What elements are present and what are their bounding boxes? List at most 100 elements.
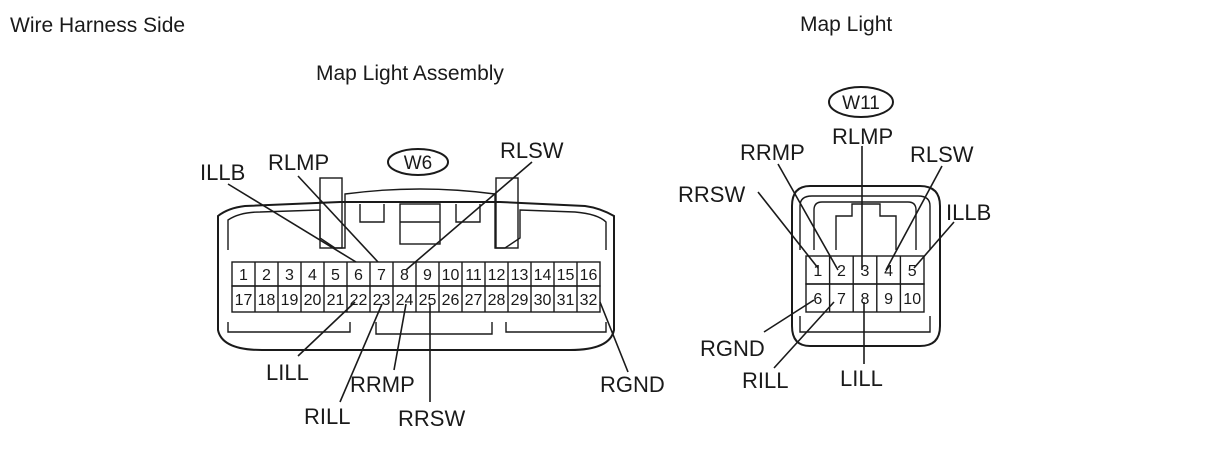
w11-bottom-rail [799, 316, 931, 333]
w6-pin-18: 18 [258, 292, 276, 309]
w6-pin-26: 26 [442, 292, 460, 309]
w11-housing [791, 185, 941, 347]
w6-pin-4: 4 [308, 267, 317, 284]
w11-label-rrmp: RRMP [740, 140, 805, 165]
w6-leader-rgnd [599, 301, 629, 373]
map-light-assembly-title: Map Light Assembly [316, 62, 504, 85]
w6-leader-rlmp [297, 175, 379, 263]
w6-pin-19: 19 [281, 292, 299, 309]
w11-label-rrsw: RRSW [678, 182, 745, 207]
w6-code: W6 [404, 153, 433, 174]
w11-pin-9: 9 [884, 291, 893, 308]
w6-center-key [399, 203, 441, 245]
w11-pin-6: 6 [813, 291, 822, 308]
w6-leader-rrmp [393, 303, 407, 371]
wire-harness-side-title: Wire Harness Side [10, 14, 185, 37]
w11-pin-3: 3 [861, 263, 870, 280]
w6-leaders [227, 161, 629, 403]
w11-leader-illb [913, 221, 955, 269]
w11-label-illb: ILLB [946, 200, 991, 225]
w6-pin-1: 1 [239, 267, 248, 284]
w11-label-rlmp: RLMP [832, 124, 893, 149]
w6-inner-edge [227, 188, 607, 250]
w6-pin-25: 25 [419, 292, 437, 309]
w6-pin-2: 2 [262, 267, 271, 284]
w6-tab-a [359, 204, 385, 223]
w11-pin-1: 1 [813, 263, 822, 280]
w11-label-rill: RILL [742, 368, 788, 393]
w11-code-ellipse [828, 86, 894, 118]
w11-code: W11 [842, 93, 880, 114]
w11-leader-rrsw [757, 191, 819, 269]
w6-pin-24: 24 [396, 292, 414, 309]
w6-pin-12: 12 [488, 267, 506, 284]
w6-code-ellipse [387, 148, 449, 176]
w6-pin-22: 22 [350, 292, 368, 309]
w6-pin-13: 13 [511, 267, 529, 284]
w6-pin-20: 20 [304, 292, 322, 309]
w11-pin-8: 8 [861, 291, 870, 308]
w6-pin-31: 31 [557, 292, 575, 309]
w11-label-rlsw: RLSW [910, 142, 974, 167]
w11-pin-5: 5 [908, 263, 917, 280]
w6-pin-21: 21 [327, 292, 345, 309]
w6-label-rill: RILL [304, 404, 350, 429]
w6-leader-rill [339, 303, 383, 403]
w6-bottom-rail-right [505, 322, 607, 333]
w6-pin-16: 16 [580, 267, 598, 284]
w11-label-rgnd: RGND [700, 336, 765, 361]
w11-leader-rgnd [763, 299, 815, 333]
w11-pin-10: 10 [903, 291, 921, 308]
w11-leader-rlsw [885, 165, 943, 271]
w11-leader-rill [773, 301, 835, 369]
w11-pin-4: 4 [884, 263, 893, 280]
w11-pin-2: 2 [837, 263, 846, 280]
w6-pin-15: 15 [557, 267, 575, 284]
w11-pin-7: 7 [837, 291, 846, 308]
w6-label-rgnd: RGND [600, 372, 665, 397]
w6-tab-b [455, 204, 481, 223]
w6-label-illb: ILLB [200, 160, 245, 185]
w6-pin-29: 29 [511, 292, 529, 309]
w11-inner-edge [799, 195, 931, 250]
w6-pin-14: 14 [534, 267, 552, 284]
w6-housing [217, 201, 615, 351]
map-light-title: Map Light [800, 13, 892, 36]
w11-label-lill: LILL [840, 366, 883, 391]
w6-label-rrsw: RRSW [398, 406, 465, 431]
w6-pin-9: 9 [423, 267, 432, 284]
w6-label-rlsw: RLSW [500, 138, 564, 163]
w11-inner-cavity [813, 201, 917, 250]
w6-label-lill: LILL [266, 360, 309, 385]
w6-pin-32: 32 [580, 292, 598, 309]
w6-pin-5: 5 [331, 267, 340, 284]
w6-leader-rlsw [405, 161, 533, 271]
w6-pin-23: 23 [373, 292, 391, 309]
w6-leader-illb [227, 183, 357, 263]
w6-label-rlmp: RLMP [268, 150, 329, 175]
w11-leader-rrmp [777, 163, 839, 271]
w6-pin-30: 30 [534, 292, 552, 309]
w11-row2-frame [805, 283, 925, 313]
w6-pin-17: 17 [235, 292, 253, 309]
w6-bottom-rail-mid [375, 322, 493, 335]
w6-pin-11: 11 [465, 267, 482, 284]
w6-pin-10: 10 [442, 267, 460, 284]
w6-label-rrmp: RRMP [350, 372, 415, 397]
w6-left-post [319, 177, 343, 249]
w6-pin-28: 28 [488, 292, 506, 309]
w6-pin-3: 3 [285, 267, 294, 284]
w11-leaders [757, 146, 955, 369]
w6-pin-7: 7 [377, 267, 386, 284]
w6-pin-8: 8 [400, 267, 409, 284]
w11-key [835, 203, 897, 250]
w6-leader-lill [297, 301, 356, 357]
w6-bottom-rail-left [227, 322, 351, 333]
w6-right-post [495, 177, 519, 249]
w6-pin-6: 6 [354, 267, 363, 284]
